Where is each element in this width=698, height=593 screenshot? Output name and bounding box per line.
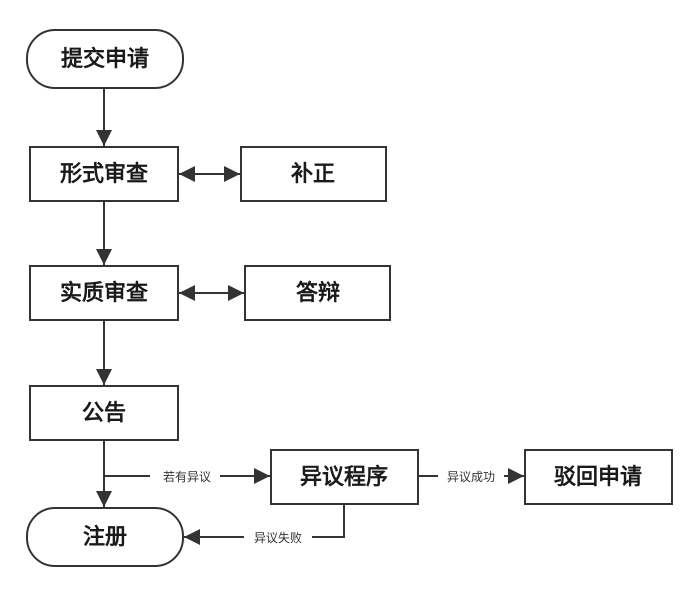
node-reject-label: 驳回申请 — [554, 464, 642, 490]
node-reject: 驳回申请 — [524, 449, 673, 505]
node-submit-label: 提交申请 — [61, 46, 149, 72]
arrow-objection-to-register — [184, 504, 345, 545]
node-announce: 公告 — [29, 385, 179, 441]
label-bg-objection-success — [438, 467, 504, 485]
node-objection: 异议程序 — [270, 449, 419, 505]
node-formal-review: 形式审查 — [29, 146, 179, 202]
node-formal-review-label: 形式审查 — [60, 161, 148, 187]
node-register-label: 注册 — [83, 524, 127, 550]
node-substantive-review: 实质审查 — [29, 265, 179, 321]
node-supplement: 补正 — [240, 146, 387, 202]
node-objection-label: 异议程序 — [300, 464, 388, 490]
node-supplement-label: 补正 — [290, 162, 335, 187]
edge-label-objection-success: 异议成功 — [447, 470, 495, 484]
node-submit: 提交申请 — [26, 29, 184, 89]
node-announce-label: 公告 — [82, 401, 126, 426]
node-reply-label: 答辩 — [296, 280, 340, 306]
node-register: 注册 — [26, 507, 184, 567]
label-bg-objection-fail — [244, 528, 312, 546]
label-bg-if-objection — [150, 467, 220, 485]
node-substantive-review-label: 实质审查 — [60, 280, 148, 306]
node-reply: 答辩 — [244, 265, 391, 321]
edge-label-if-objection: 若有异议 — [163, 470, 211, 484]
edge-label-objection-fail: 异议失败 — [254, 530, 302, 545]
